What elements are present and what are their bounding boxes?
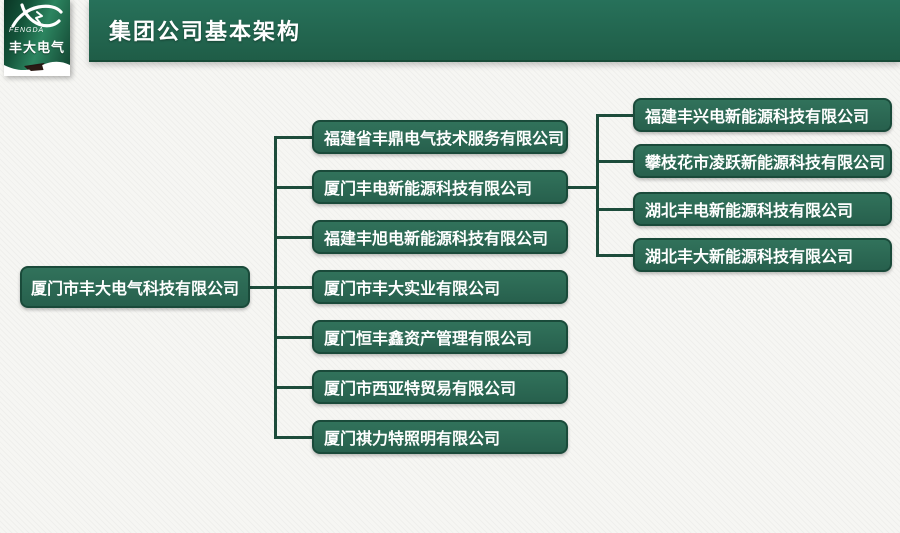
header-bar: 集团公司基本架构 [89,0,900,62]
org-node-child-3: 福建丰旭电新能源科技有限公司 [312,220,568,254]
connector-root [250,286,312,289]
connector-stub [596,160,633,163]
connector-stub [596,254,633,257]
org-node-child-5: 厦门恒丰鑫资产管理有限公司 [312,320,568,354]
org-node-child-2: 厦门丰电新能源科技有限公司 [312,170,568,204]
org-node-root: 厦门市丰大电气科技有限公司 [20,266,250,308]
connector-stub [274,186,312,189]
org-node-child-7: 厦门祺力特照明有限公司 [312,420,568,454]
brand-name-en: FENGDA [9,27,45,34]
connector-trunk-mid [274,136,277,439]
org-node-grandchild-3: 湖北丰电新能源科技有限公司 [633,192,892,226]
connector-trunk-right [596,114,599,257]
org-node-grandchild-4: 湖北丰大新能源科技有限公司 [633,238,892,272]
connector-stub [274,336,312,339]
connector-stub [596,114,633,117]
org-node-child-4: 厦门市丰大实业有限公司 [312,270,568,304]
org-node-grandchild-2: 攀枝花市凌跃新能源科技有限公司 [633,144,892,178]
brand-ribbon: FENGDA 丰大电气 [4,0,70,76]
brand-name-cn: 丰大电气 [8,40,65,55]
org-node-child-1: 福建省丰鼎电气技术服务有限公司 [312,120,568,154]
connector-stub [274,136,312,139]
org-node-child-6: 厦门市西亚特贸易有限公司 [312,370,568,404]
ribbon-wave [4,61,70,76]
logo-swoosh-icon [11,3,63,28]
connector-stub [274,236,312,239]
connector-stub [274,386,312,389]
page-title: 集团公司基本架构 [109,19,302,44]
connector-stub [596,208,633,211]
connector-stub [274,436,312,439]
org-node-grandchild-1: 福建丰兴电新能源科技有限公司 [633,98,892,132]
connector-branch [568,186,599,189]
